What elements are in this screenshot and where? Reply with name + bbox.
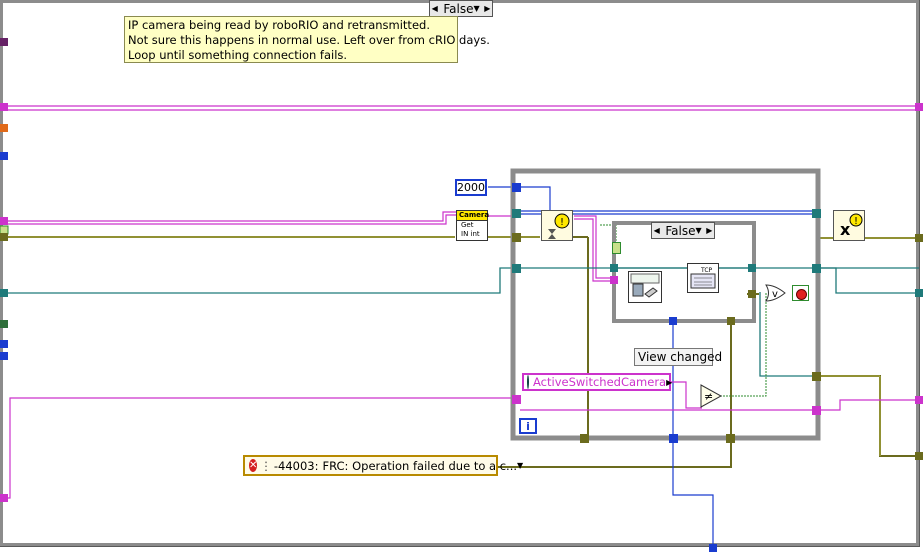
prev-case-icon[interactable]: ◀ xyxy=(431,4,438,13)
camera-get-line2: IN int xyxy=(461,230,480,238)
error-code: -44003 xyxy=(273,458,315,473)
inner-case-selector-value: False xyxy=(665,223,696,238)
tcp-node[interactable]: TCP xyxy=(687,263,719,293)
active-camera-ring[interactable]: ActiveSwitchedCamera ▶ xyxy=(522,373,673,391)
refnum-wire-top xyxy=(4,105,919,111)
outer-case-selector[interactable]: ◀ False ▼ ▶ xyxy=(429,0,493,17)
loop-tunnels xyxy=(512,183,821,443)
camera-get-header: Camera xyxy=(457,211,490,221)
wait-node[interactable]: ! xyxy=(541,210,573,241)
chevron-down-icon[interactable]: ▼ xyxy=(695,226,702,235)
loop-iteration-terminal: i xyxy=(519,418,537,434)
timeout-constant[interactable]: 2000 xyxy=(455,179,487,196)
svg-text:x: x xyxy=(840,220,851,239)
case-tunnels xyxy=(610,264,756,325)
next-case-icon[interactable]: ▶ xyxy=(706,226,713,235)
chevron-down-icon[interactable]: ▼ xyxy=(473,4,480,13)
next-case-icon[interactable]: ▶ xyxy=(484,4,491,13)
ring-arrow-icon[interactable]: ▶ xyxy=(666,377,673,387)
boolean-tunnel-icon xyxy=(612,242,621,254)
not-equal-icon[interactable]: ≠ xyxy=(700,384,722,408)
tcp-icon: TCP xyxy=(690,267,716,289)
comment-line: IP camera being read by roboRIO and retr… xyxy=(128,18,430,32)
error-text: FRC: Operation failed due to a c... xyxy=(322,458,518,473)
boolean-wire xyxy=(600,224,767,397)
package-icon xyxy=(630,273,660,298)
numeric-wire xyxy=(488,186,818,548)
chevron-down-icon[interactable]: ▼ xyxy=(517,461,524,470)
while-loop-frame xyxy=(510,168,821,441)
clear-error-icon: ! x xyxy=(840,213,863,239)
wait-icon: ! xyxy=(548,213,570,239)
clear-error-node[interactable]: ! x xyxy=(833,210,865,241)
refnum-wire-camera xyxy=(4,211,613,282)
svg-text:v: v xyxy=(772,289,778,300)
outer-case-selector-value: False xyxy=(443,1,474,16)
error-icon: ✕ xyxy=(249,459,258,472)
svg-text:≠: ≠ xyxy=(704,390,713,403)
prev-case-icon[interactable]: ◀ xyxy=(653,226,660,235)
error-separator-icon: ⋮ xyxy=(260,458,272,473)
camera-get-line1: Get xyxy=(461,221,474,229)
error-cluster-constant[interactable]: ✕ ⋮ -44003 : FRC: Operation failed due t… xyxy=(243,455,523,476)
inner-case-selector[interactable]: ◀ False ▼ ▶ xyxy=(651,222,715,239)
or-icon[interactable]: v xyxy=(765,284,787,302)
camera-get-node[interactable]: Camera Get IN int xyxy=(456,210,490,241)
error-wire xyxy=(4,236,919,468)
svg-text:!: ! xyxy=(560,217,564,228)
comment-line: Loop until something connection fails. xyxy=(128,48,348,62)
svg-text:TCP: TCP xyxy=(700,267,713,274)
comment-line: Not sure this happens in normal use. Lef… xyxy=(128,33,490,47)
globe-icon xyxy=(527,375,529,389)
comment-box[interactable]: IP camera being read by roboRIO and retr… xyxy=(124,16,490,63)
view-changed-label: View changed xyxy=(634,348,722,366)
active-camera-ring-label: ActiveSwitchedCamera xyxy=(533,375,667,389)
outer-tunnels xyxy=(0,38,923,552)
svg-text:!: ! xyxy=(854,216,858,227)
package-node[interactable] xyxy=(628,271,662,303)
stop-icon[interactable] xyxy=(792,285,809,301)
